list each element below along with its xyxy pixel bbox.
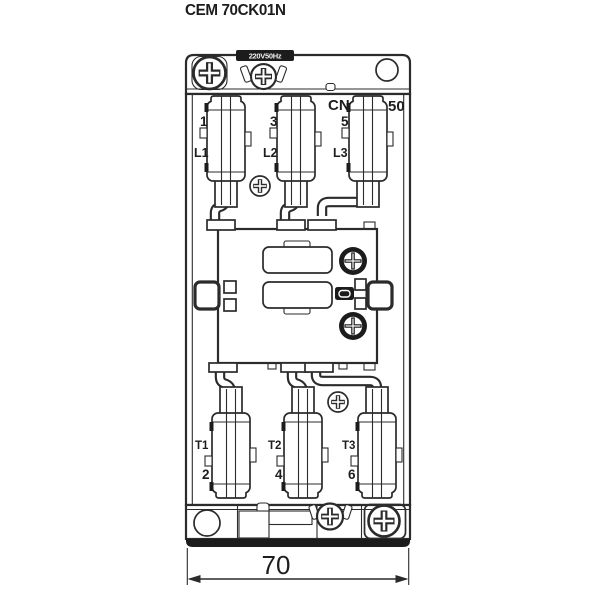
base-dark-band (186, 539, 410, 547)
mounting-hole-bottom-left (193, 509, 221, 537)
dimension-arrow-right-icon (395, 575, 409, 583)
latch-bump-top (325, 82, 336, 92)
cover-screw-top-icon (250, 176, 270, 196)
terminal-bottom-1: T1 2 (195, 386, 257, 499)
bottom-base-strip (184, 502, 412, 547)
terminal-number: 6 (348, 467, 356, 482)
coil-window-upper (262, 246, 333, 274)
base-screw-small-icon (317, 504, 343, 530)
coil-window-lower (262, 281, 333, 309)
terminal-number: 1 (200, 114, 208, 129)
coil-screw-lower-icon (337, 310, 369, 342)
terminal-phase: T2 (268, 440, 281, 452)
aux-slot-left-upper (223, 280, 237, 294)
marking-cn: CN (328, 97, 350, 114)
terminal-number: 5 (341, 114, 349, 129)
dimension-value: 70 (262, 550, 291, 580)
coil-screw-upper-icon (337, 245, 369, 277)
side-tab-left (193, 280, 221, 311)
mounting-hole-top-right (375, 58, 399, 82)
side-tab-right (366, 280, 394, 311)
screw-clip-left (239, 65, 253, 83)
coil-voltage-label: 220V50Hz (249, 52, 282, 61)
terminal-bottom-2: T2 4 (268, 386, 329, 499)
coil-terminal-screw-icon (251, 64, 276, 89)
latch-bump-bottom (256, 502, 270, 511)
terminal-bottom-3: T3 6 (342, 386, 403, 499)
top-mounting-strip: 220V50Hz (184, 50, 412, 96)
terminal-phase: T3 (342, 440, 355, 452)
screw-clip-right (274, 65, 288, 83)
terminal-number: 2 (202, 467, 210, 482)
aux-slot-right-lower (354, 297, 367, 310)
terminal-top-3: 5 L3 (333, 95, 394, 208)
terminal-number: 4 (275, 467, 283, 482)
terminal-number: 3 (270, 114, 278, 129)
cover-screw-bottom-icon (328, 392, 348, 412)
coil-voltage-plate (236, 50, 294, 61)
terminal-top-2: 3 L2 (263, 95, 322, 208)
terminal-phase: L2 (263, 146, 278, 160)
terminal-phase: T1 (195, 440, 209, 452)
marking-50: 50 (388, 98, 405, 115)
reset-connector (335, 287, 354, 300)
base-screw-large-icon (369, 506, 400, 537)
coil-block (193, 221, 394, 371)
aux-slot-right-upper (354, 278, 367, 291)
terminal-phase: L3 (333, 146, 348, 160)
mounting-screw-top-left-icon (194, 57, 226, 89)
terminal-top-1: 1 L1 (194, 95, 252, 208)
width-dimension: 70 (186, 548, 410, 585)
dimension-arrow-left-icon (187, 575, 201, 583)
terminal-phase: L1 (194, 146, 209, 160)
screw-clip-right (341, 504, 353, 520)
aux-slot-left-lower (223, 298, 237, 312)
page-title: CEM 70CK01N (185, 2, 286, 19)
